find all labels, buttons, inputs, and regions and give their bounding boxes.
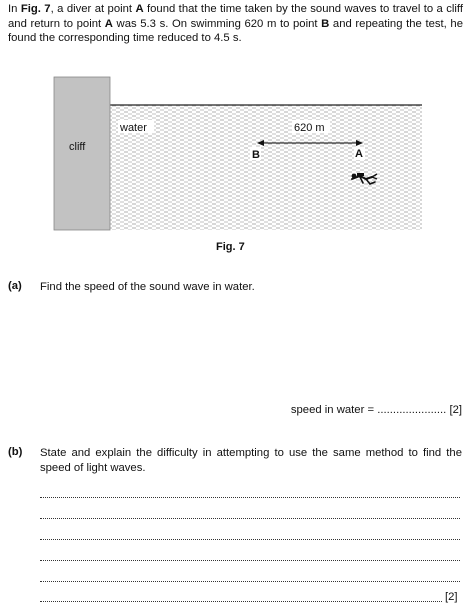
arrowhead-right: [356, 140, 363, 146]
water-region: [110, 105, 422, 230]
point-a-label: A: [355, 148, 363, 160]
answer-line-3[interactable]: [40, 539, 460, 540]
distance-label: 620 m: [294, 122, 325, 134]
point-b-label: B: [252, 149, 260, 161]
part-a-label: (a): [8, 280, 22, 292]
fig-reference: Fig. 7: [20, 3, 51, 15]
cliff: [53, 76, 111, 231]
water-label: water: [119, 122, 147, 134]
part-a-marks: [2]: [449, 404, 462, 416]
answer-line-1[interactable]: [40, 497, 460, 498]
answer-line-2[interactable]: [40, 518, 460, 519]
figure-caption: Fig. 7: [216, 241, 245, 253]
question-intro: In Fig. 7, a diver at point A found that…: [8, 3, 463, 44]
figure-diagram: cliff water 620 m B A: [52, 75, 424, 235]
answer-line-6[interactable]: [40, 601, 442, 602]
answer-dots[interactable]: ......................: [377, 404, 447, 416]
part-b-question: State and explain the difficulty in atte…: [40, 447, 462, 474]
part-b-marks: [2]: [445, 591, 458, 603]
cliff-label: cliff: [69, 141, 86, 153]
answer-prefix: speed in water =: [290, 404, 378, 416]
part-a-question: Find the speed of the sound wave in wate…: [40, 281, 255, 293]
answer-line-5[interactable]: [40, 581, 460, 582]
diver-icon: [351, 173, 378, 185]
part-b-label: (b): [8, 446, 23, 458]
answer-line-4[interactable]: [40, 560, 460, 561]
arrowhead-left: [257, 140, 264, 146]
part-a-answer-line: speed in water = ...................... …: [291, 404, 462, 416]
